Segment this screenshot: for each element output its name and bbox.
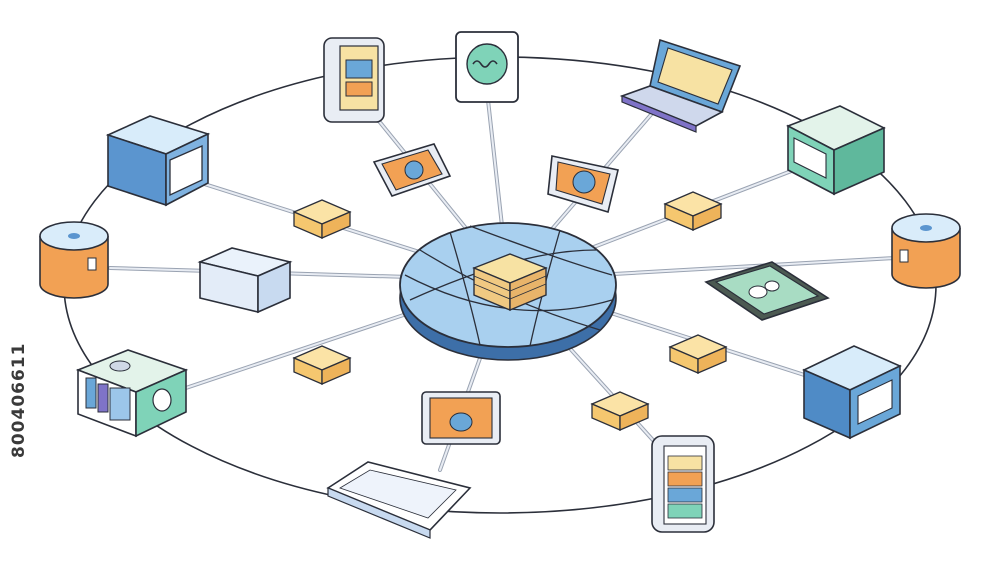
screen-tile-icon [421, 391, 501, 445]
database-cylinder-icon [891, 213, 961, 289]
screen-tile-icon [372, 143, 452, 197]
screen-tile-icon [547, 155, 619, 214]
relay-cubes [292, 191, 728, 431]
storage-box-icon [197, 247, 293, 314]
laptop-icon [619, 38, 742, 133]
monitor-panel-icon [455, 31, 519, 103]
flat-tablet-icon [326, 461, 472, 539]
relay-cube [590, 391, 650, 431]
relay-cube [668, 334, 728, 374]
circuit-board-icon [704, 261, 830, 321]
relay-cube [292, 199, 352, 239]
central-hub [399, 222, 617, 361]
equipment-module-icon [75, 349, 189, 438]
tablet-document-icon [323, 37, 385, 123]
stock-image-id: 800406611 [9, 342, 29, 458]
hub-server-stack [472, 253, 548, 312]
smartphone-icon [651, 435, 715, 533]
server-cube-icon [802, 345, 902, 440]
database-cylinder-icon [39, 221, 109, 299]
server-cube-icon [105, 115, 211, 207]
relay-cube [663, 191, 723, 231]
relay-cube [292, 345, 352, 385]
server-cube-icon [786, 105, 886, 196]
